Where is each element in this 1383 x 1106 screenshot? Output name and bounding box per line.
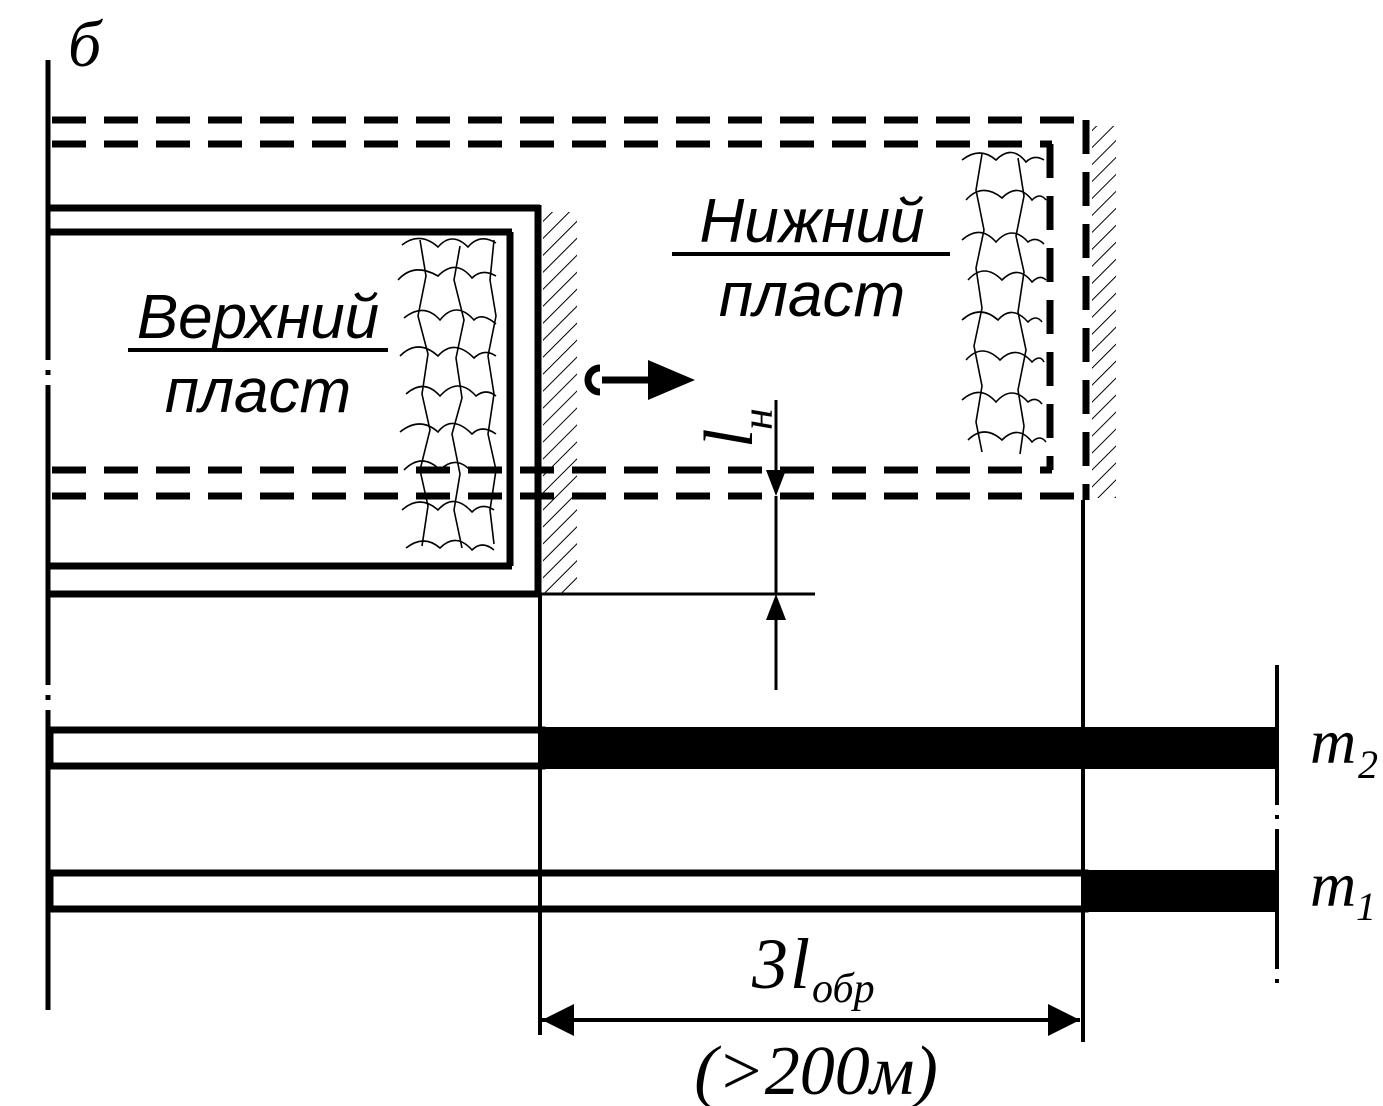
upper-seam-panel xyxy=(50,204,542,598)
advance-symbol xyxy=(584,364,601,396)
seam-m2-label: m 2 xyxy=(1310,706,1378,787)
seam-m1-filled xyxy=(1085,870,1277,912)
figure-label: б xyxy=(68,8,103,81)
seam-m1-bar xyxy=(46,869,1277,913)
advance-arrow-icon xyxy=(648,360,695,400)
distance-note: (>200м) xyxy=(694,1033,938,1106)
distance-subscript: обр xyxy=(812,966,875,1012)
lower-seam-label: Нижний пласт xyxy=(672,187,950,330)
ln-subscript: н xyxy=(733,408,782,430)
distance-dimension: 3 l обр (>200м) xyxy=(542,924,1080,1106)
lower-seam-label-line1: Нижний xyxy=(700,187,925,256)
distance-symbol: l xyxy=(790,924,810,1004)
lower-face-hatch xyxy=(1092,126,1116,498)
ln-symbol: l xyxy=(691,429,768,448)
lower-goaf-texture xyxy=(961,151,1047,455)
seam-m2-filled xyxy=(542,727,1277,769)
upper-seam-label-line2: пласт xyxy=(165,357,351,426)
upper-seam-label: Верхний пласт xyxy=(128,283,388,426)
seam-m2-bar xyxy=(46,726,1277,770)
ln-dimension: l н xyxy=(540,400,815,690)
lower-seam-label-line2: пласт xyxy=(719,261,905,330)
upper-goaf-texture xyxy=(397,237,497,552)
seam-m1-symbol: m xyxy=(1310,849,1356,920)
distance-coef: 3 xyxy=(751,924,788,1004)
upper-face-hatch xyxy=(543,212,577,594)
seam-m1-subscript: 1 xyxy=(1356,884,1376,929)
seam-m2-subscript: 2 xyxy=(1358,742,1378,787)
upper-seam-label-line1: Верхний xyxy=(137,283,379,352)
seam-m2-symbol: m xyxy=(1310,706,1356,777)
face-advance-arrow xyxy=(584,360,695,400)
seam-m1-label: m 1 xyxy=(1310,849,1376,929)
